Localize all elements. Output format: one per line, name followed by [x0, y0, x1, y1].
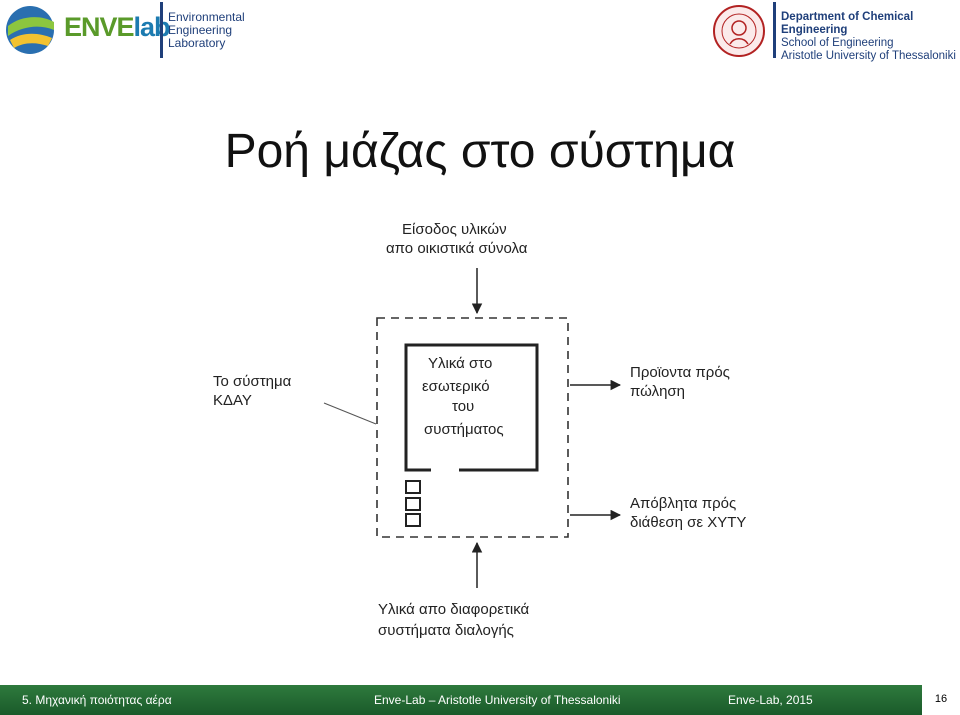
header-divider: [773, 2, 776, 58]
small-square: [405, 513, 421, 527]
page-number: 16: [922, 685, 960, 715]
department-name: Department of Chemical Engineering Schoo…: [781, 11, 956, 62]
inner-storage-box: [404, 343, 539, 472]
system-boundary: [376, 317, 569, 538]
university-seal-icon: [713, 5, 765, 57]
slide-header: ENVElab Environmental Engineering Labora…: [0, 0, 960, 62]
small-square: [405, 480, 421, 494]
inner-label-3: του: [452, 398, 474, 415]
output-waste-label-1: Απόβλητα πρός: [630, 495, 736, 512]
output-products-label-1: Προϊοντα πρός: [630, 364, 730, 381]
input-top-label-1: Είσοδος υλικών: [402, 221, 507, 238]
header-divider: [160, 2, 163, 58]
output-products-label-2: πώληση: [630, 383, 685, 400]
inner-label-1: Υλικά στο: [428, 355, 492, 372]
inner-label-2: εσωτερικό: [422, 378, 490, 395]
system-label-1: Το σύστημα: [213, 373, 292, 390]
input-bottom-label-1: Υλικά απο διαφορετικά: [378, 601, 530, 618]
footer-course: 5. Μηχανική ποιότητας αέρα: [22, 693, 172, 707]
slide-title: Ροή μάζας στο σύστημα: [224, 125, 736, 178]
input-top-label-2: απο οικιστικά σύνολα: [386, 240, 528, 257]
envelab-logo-text: ENVElab: [64, 12, 171, 42]
system-label-leader: [323, 402, 377, 425]
inner-label-4: συστήματος: [424, 421, 504, 438]
output-waste-label-2: διάθεση σε ΧΥΤΥ: [630, 514, 746, 531]
footer-year: Enve-Lab, 2015: [728, 693, 813, 707]
lab-name: Environmental Engineering Laboratory: [168, 10, 245, 50]
slide-footer: 5. Μηχανική ποιότητας αέρα Enve-Lab – Ar…: [0, 685, 960, 715]
system-label-2: ΚΔΑΥ: [213, 392, 252, 409]
envelab-globe-icon: [6, 6, 54, 54]
footer-institution: Enve-Lab – Aristotle University of Thess…: [374, 693, 621, 707]
input-bottom-label-2: συστήματα διαλογής: [378, 622, 514, 639]
small-square: [405, 497, 421, 511]
